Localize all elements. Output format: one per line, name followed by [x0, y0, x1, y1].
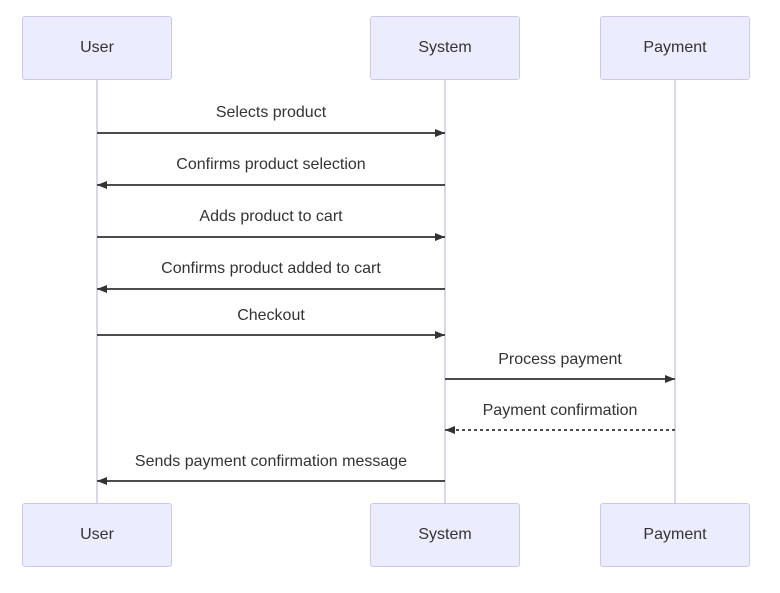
actor-label: Payment — [643, 526, 707, 543]
message-label-8: Sends payment confirmation message — [134, 453, 408, 470]
actor-label: System — [418, 39, 472, 56]
message-label-7: Payment confirmation — [482, 402, 638, 419]
message-label-2: Confirms product selection — [176, 156, 366, 173]
actor-box-user-bottom: User — [22, 503, 172, 567]
message-label-1: Selects product — [215, 104, 327, 121]
message-label-3: Adds product to cart — [199, 208, 343, 225]
actor-box-payment-bottom: Payment — [600, 503, 750, 567]
actor-box-payment-top: Payment — [600, 16, 750, 80]
actor-box-system-bottom: System — [370, 503, 520, 567]
actor-box-system-top: System — [370, 16, 520, 80]
actor-label: System — [418, 526, 472, 543]
actor-label: User — [80, 39, 114, 56]
actor-label: Payment — [643, 39, 707, 56]
actor-box-user-top: User — [22, 16, 172, 80]
message-label-4: Confirms product added to cart — [161, 260, 381, 277]
message-label-5: Checkout — [237, 307, 305, 324]
message-label-6: Process payment — [498, 351, 622, 368]
actor-label: User — [80, 526, 114, 543]
